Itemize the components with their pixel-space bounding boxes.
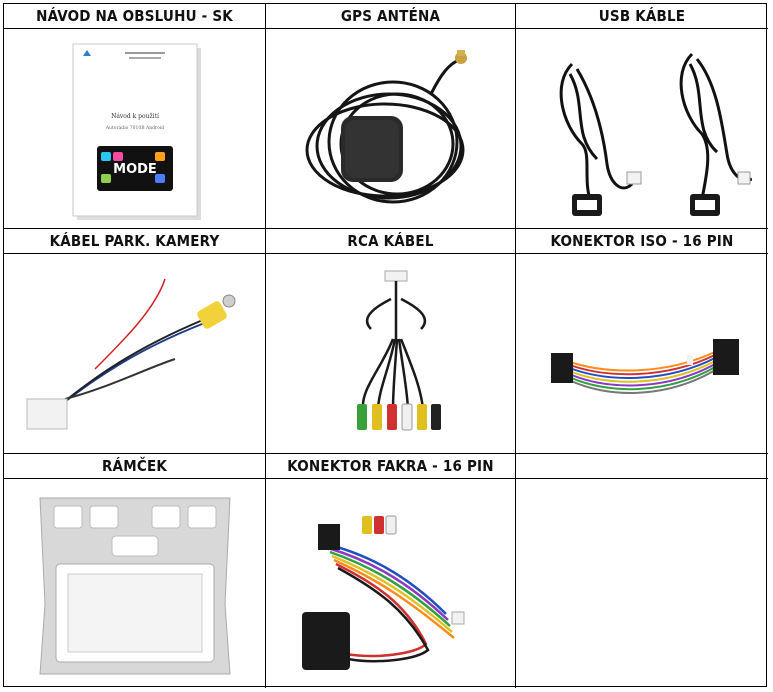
header-iso-connector: KONEKTOR ISO - 16 PIN — [516, 229, 768, 254]
manual-title: Návod k použití — [111, 113, 159, 120]
header-fakra-connector: KONEKTOR FAKRA - 16 PIN — [266, 454, 516, 479]
header-camera-cable: KÁBEL PARK. KAMERY — [4, 229, 266, 254]
header-rca-cable: RCA KÁBEL — [266, 229, 516, 254]
manual-image: Návod k použití Autorádio 7010B Android … — [4, 29, 266, 229]
rca-cable-image — [266, 254, 516, 454]
gps-antenna-image — [266, 29, 516, 229]
fakra-connector-image — [266, 479, 516, 688]
iso-connector-image — [516, 254, 768, 454]
usb-cables-image — [516, 29, 768, 229]
header-gps-antenna: GPS ANTÉNA — [266, 4, 516, 29]
empty-cell — [516, 479, 768, 688]
header-empty — [516, 454, 768, 479]
frame-image — [4, 479, 266, 688]
camera-cable-image — [4, 254, 266, 454]
accessories-table: NÁVOD NA OBSLUHU - SK GPS ANTÉNA USB KÁB… — [3, 3, 768, 688]
header-usb-cables: USB KÁBLE — [516, 4, 768, 29]
mode-logo: MODE — [113, 162, 157, 177]
header-frame: RÁMČEK — [4, 454, 266, 479]
manual-subtitle: Autorádio 7010B Android — [104, 124, 163, 131]
header-manual: NÁVOD NA OBSLUHU - SK — [4, 4, 266, 29]
brand-icon — [82, 49, 91, 56]
